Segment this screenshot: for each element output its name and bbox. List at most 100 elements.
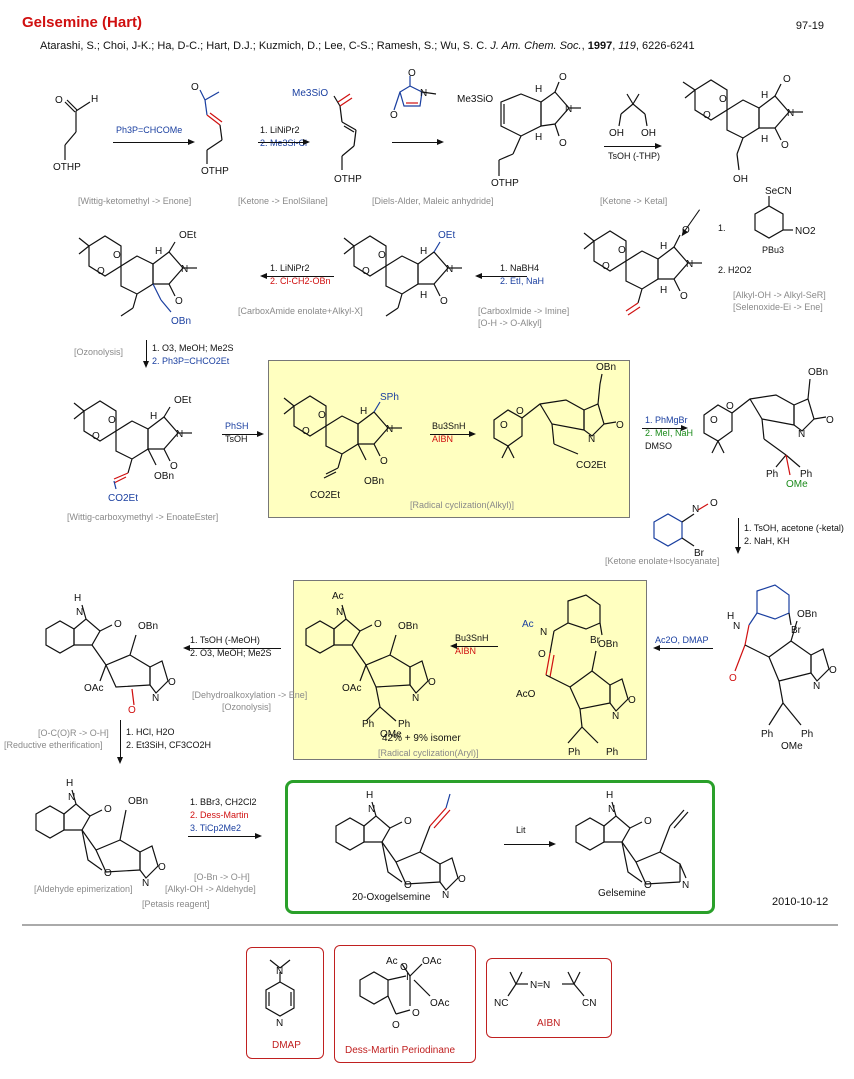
svg-text:OAc: OAc bbox=[342, 683, 361, 694]
svg-text:Me3SiO: Me3SiO bbox=[457, 94, 493, 105]
svg-text:OBn: OBn bbox=[171, 316, 191, 327]
year: 1997 bbox=[587, 40, 613, 52]
arrow-15 bbox=[183, 645, 281, 651]
svg-text:H: H bbox=[606, 790, 613, 801]
svg-text:H: H bbox=[366, 790, 373, 801]
svg-text:OBn: OBn bbox=[596, 362, 616, 373]
svg-text:H: H bbox=[660, 241, 667, 252]
svg-text:O: O bbox=[781, 140, 789, 151]
svg-text:Ph: Ph bbox=[801, 729, 813, 740]
authors: Atarashi, S.; Choi, J-K.; Ha, D-C.; Hart… bbox=[40, 40, 488, 52]
label-8: [Ozonolysis] bbox=[74, 347, 124, 357]
svg-text:NC: NC bbox=[494, 998, 508, 1009]
svg-text:O: O bbox=[428, 677, 436, 688]
label-10: [Radical cyclization(Alkyl)] bbox=[410, 500, 515, 510]
svg-text:O: O bbox=[602, 261, 610, 272]
arrow-6 bbox=[475, 273, 527, 279]
svg-text:N: N bbox=[813, 681, 820, 692]
svg-text:Ph: Ph bbox=[398, 719, 410, 730]
svg-text:OMe: OMe bbox=[786, 479, 808, 490]
svg-text:OTHP: OTHP bbox=[53, 162, 81, 173]
svg-text:N: N bbox=[442, 890, 449, 901]
label-5b: [Selenoxide-Ei -> Ene] bbox=[733, 302, 823, 312]
svg-text:Me3SiO: Me3SiO bbox=[292, 88, 328, 99]
svg-text:Br: Br bbox=[590, 635, 601, 646]
svg-text:OAc: OAc bbox=[430, 998, 449, 1009]
page-title: Gelsemine (Hart) bbox=[22, 14, 143, 31]
svg-text:OH: OH bbox=[733, 174, 748, 185]
name-gelsemine: Gelsemine bbox=[598, 888, 646, 899]
arrow-16 bbox=[117, 720, 123, 764]
svg-text:Ph: Ph bbox=[606, 747, 618, 758]
svg-text:O: O bbox=[710, 498, 718, 509]
label-15a: [Dehydroalkoxylation -> Ene] bbox=[192, 690, 308, 700]
svg-text:N: N bbox=[420, 88, 427, 99]
svg-text:O: O bbox=[374, 619, 382, 630]
svg-text:O: O bbox=[644, 880, 652, 891]
svg-text:H: H bbox=[660, 285, 667, 296]
svg-text:O: O bbox=[644, 816, 652, 827]
compound-oxogelsemine: HNO O NO bbox=[335, 790, 466, 901]
svg-text:O: O bbox=[400, 962, 408, 973]
arrow-17 bbox=[188, 833, 262, 839]
svg-text:OMe: OMe bbox=[380, 729, 402, 740]
reagent-5pbu: PBu3 bbox=[762, 245, 785, 255]
reagent-1: Ph3P=CHCOMe bbox=[116, 125, 183, 135]
label-12: [Ketone enolate+Isocyanate] bbox=[605, 556, 720, 566]
separator bbox=[22, 924, 838, 926]
svg-text:OEt: OEt bbox=[179, 230, 196, 241]
svg-text:N: N bbox=[176, 429, 183, 440]
svg-text:CO2Et: CO2Et bbox=[310, 490, 340, 501]
label-1: [Wittig-ketomethyl -> Enone] bbox=[78, 196, 192, 206]
page-code: 97-19 bbox=[795, 20, 824, 32]
label-2: [Ketone -> EnolSilane] bbox=[238, 196, 328, 206]
svg-text:OTHP: OTHP bbox=[201, 166, 229, 177]
svg-text:N: N bbox=[152, 693, 159, 704]
reagent-12: 1. TsOH, acetone (-ketal)2. NaH, KH bbox=[744, 523, 844, 546]
dmap-structure: NN bbox=[265, 959, 295, 1029]
svg-text:O: O bbox=[618, 245, 626, 256]
svg-text:O: O bbox=[829, 665, 837, 676]
svg-text:N: N bbox=[276, 966, 283, 977]
svg-text:N: N bbox=[446, 264, 453, 275]
svg-text:O: O bbox=[108, 415, 116, 426]
reagent-selenocyanate: SeCN NO2 bbox=[754, 186, 816, 239]
svg-text:O: O bbox=[559, 72, 567, 83]
svg-text:Br: Br bbox=[791, 625, 802, 636]
svg-text:N: N bbox=[612, 711, 619, 722]
svg-text:O: O bbox=[682, 225, 690, 236]
compound-gelsemine: HNO O N bbox=[575, 790, 689, 891]
svg-text:N: N bbox=[76, 607, 83, 618]
radical-cyclization-box bbox=[268, 360, 630, 518]
dmp-card bbox=[334, 945, 476, 1063]
reagent-18: Lit bbox=[516, 825, 526, 835]
svg-text:O: O bbox=[703, 110, 711, 121]
svg-text:O: O bbox=[92, 431, 100, 442]
journal: J. Am. Chem. Soc. bbox=[490, 40, 582, 52]
svg-text:OBn: OBn bbox=[398, 621, 418, 632]
svg-text:N: N bbox=[787, 108, 794, 119]
svg-text:OBn: OBn bbox=[128, 796, 148, 807]
arrow-3 bbox=[392, 139, 444, 145]
svg-text:N: N bbox=[386, 424, 393, 435]
svg-text:O: O bbox=[559, 138, 567, 149]
svg-text:OBn: OBn bbox=[598, 639, 618, 650]
svg-text:Ph: Ph bbox=[362, 719, 374, 730]
svg-text:N: N bbox=[412, 693, 419, 704]
citation: Atarashi, S.; Choi, J-K.; Ha, D-C.; Hart… bbox=[40, 40, 695, 52]
svg-text:OBn: OBn bbox=[808, 367, 828, 378]
svg-text:Ac: Ac bbox=[386, 956, 398, 967]
label-17b: [O-Bn -> O-H] bbox=[194, 872, 250, 882]
svg-text:H: H bbox=[535, 84, 542, 95]
svg-text:OBn: OBn bbox=[364, 476, 384, 487]
